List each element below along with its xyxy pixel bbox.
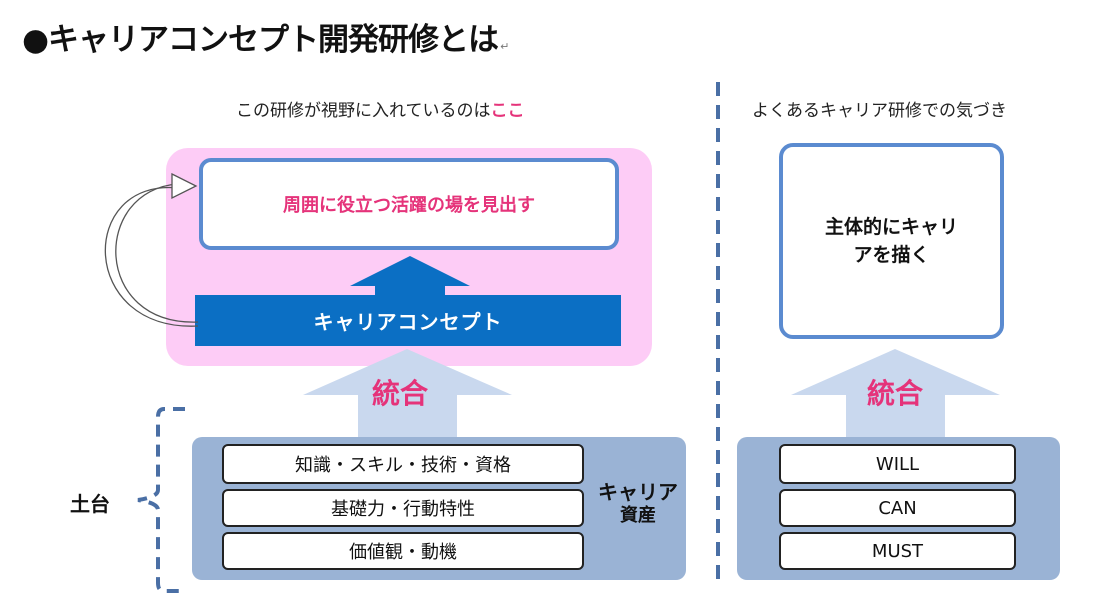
career-concept-bar: キャリアコンセプト — [195, 295, 621, 346]
concept-up-arrow — [350, 256, 470, 298]
integrate-label-left: 統合 — [371, 377, 428, 410]
right-goal-line2: アを描く — [853, 244, 930, 266]
feedback-loop-arrow — [104, 172, 199, 327]
page-title: ●キャリアコンセプト開発研修とは↵ — [22, 14, 509, 59]
must-item-label: MUST — [871, 540, 924, 562]
integrate-label-right: 統合 — [866, 377, 923, 410]
must-item: MUST — [779, 532, 1016, 570]
goal-box: 周囲に役立つ活躍の場を見出す — [199, 158, 619, 250]
section-divider — [716, 82, 720, 588]
asset-item-competency: 基礎力・行動特性 — [222, 489, 584, 527]
return-mark: ↵ — [500, 40, 509, 53]
can-item: CAN — [779, 489, 1016, 527]
will-item: WILL — [779, 444, 1016, 484]
integrate-arrow-right — [791, 349, 1000, 439]
left-caption-text: この研修が視野に入れているのは — [236, 101, 491, 121]
will-item-label: WILL — [875, 453, 920, 475]
page-title-text: ●キャリアコンセプト開発研修とは — [22, 22, 499, 58]
left-caption-highlight: ここ — [490, 101, 525, 121]
asset-item-knowledge: 知識・スキル・技術・資格 — [222, 444, 584, 484]
foundation-bracket — [137, 407, 185, 593]
asset-item-label: 基礎力・行動特性 — [331, 499, 475, 520]
left-caption: この研修が視野に入れているのはここ — [236, 96, 525, 121]
right-goal-line1: 主体的にキャリ — [824, 215, 958, 238]
asset-item-label: 知識・スキル・技術・資格 — [295, 455, 511, 476]
career-assets-line2: 資産 — [620, 505, 656, 526]
integrate-arrow-left — [303, 349, 512, 439]
career-concept-label: キャリアコンセプト — [313, 310, 503, 334]
career-assets-line1: キャリア — [598, 480, 678, 504]
foundation-label: 土台 — [70, 492, 110, 516]
right-goal-box: 主体的にキャリ アを描く — [779, 143, 1004, 339]
can-item-label: CAN — [878, 497, 917, 519]
asset-item-values: 価値観・動機 — [222, 532, 584, 570]
goal-text: 周囲に役立つ活躍の場を見出す — [283, 195, 535, 216]
asset-item-label: 価値観・動機 — [349, 542, 457, 563]
career-assets-label: キャリア 資産 — [588, 480, 688, 528]
right-caption: よくあるキャリア研修での気づき — [752, 101, 1007, 121]
